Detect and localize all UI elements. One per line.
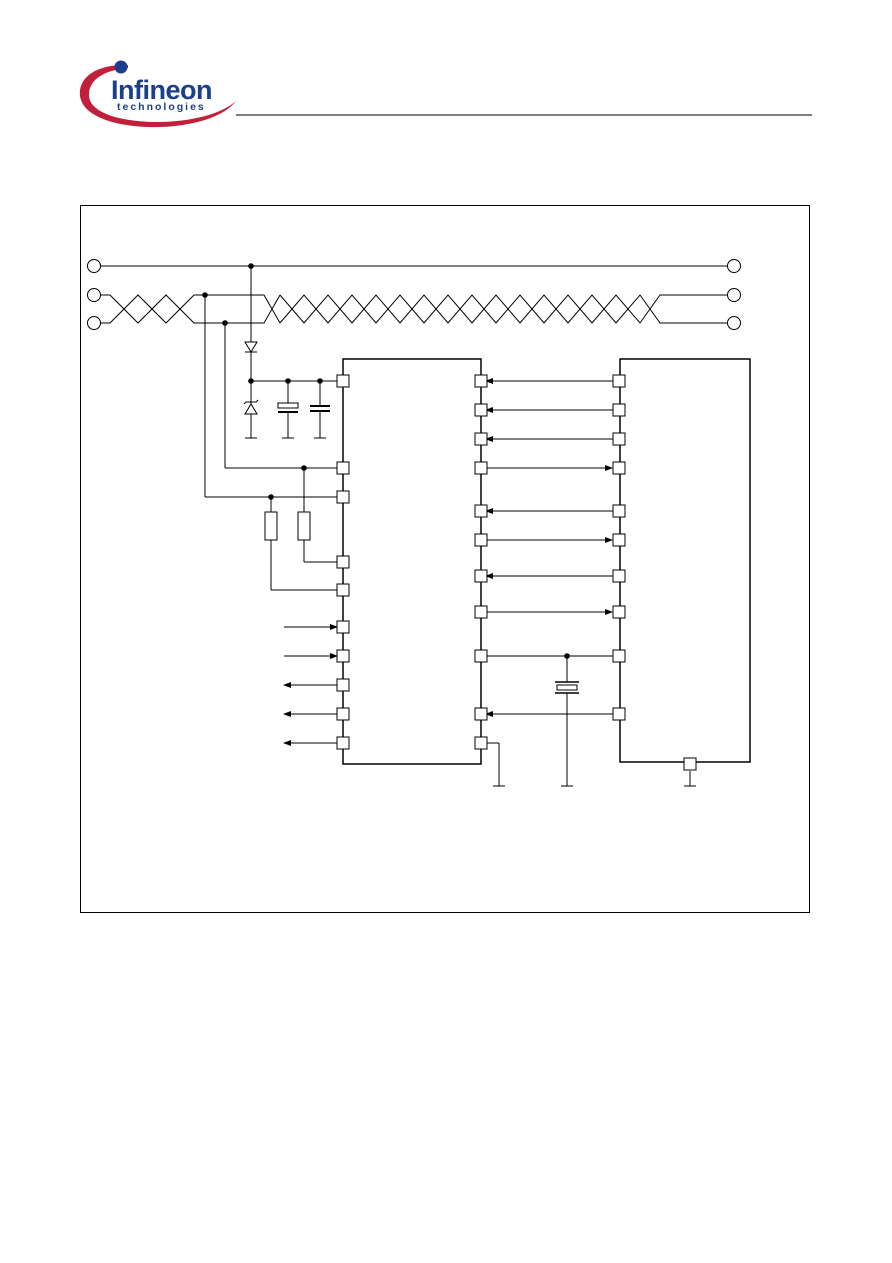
figure-frame: [80, 205, 810, 913]
controller-left-pins: [612, 374, 626, 721]
junctions: [202, 263, 570, 659]
bus-terminal-right-3: [727, 316, 741, 330]
infineon-logo: Infineon technologies: [79, 60, 236, 128]
resistor-icon: [297, 511, 311, 541]
page-header: Infineon technologies: [79, 60, 812, 128]
zener-diode-icon: [243, 399, 259, 415]
logo-swoosh-icon: [79, 64, 236, 128]
transceiver-left-pins: [336, 374, 350, 750]
capacitor-icon: [310, 405, 330, 412]
crystal-icon: [555, 681, 579, 694]
bus-terminal-left-1: [87, 259, 101, 273]
controller-bottom-pin: [683, 757, 697, 771]
transceiver-ic: [342, 358, 482, 765]
diode-icon: [244, 341, 258, 353]
bus-terminal-right-2: [727, 288, 741, 302]
electrolytic-capacitor-icon: [277, 402, 299, 413]
transceiver-right-pins: [474, 374, 488, 750]
logo-sub: technologies: [117, 101, 206, 113]
logo-dot-icon: [114, 60, 128, 74]
resistor-icon: [264, 511, 278, 541]
bus-terminal-right-1: [727, 259, 741, 273]
twisted-pair-cable: [100, 294, 728, 324]
bus-terminal-left-3: [87, 316, 101, 330]
logo-word: Infineon: [111, 75, 212, 105]
bus-terminal-left-2: [87, 288, 101, 302]
controller-ic: [619, 358, 751, 763]
